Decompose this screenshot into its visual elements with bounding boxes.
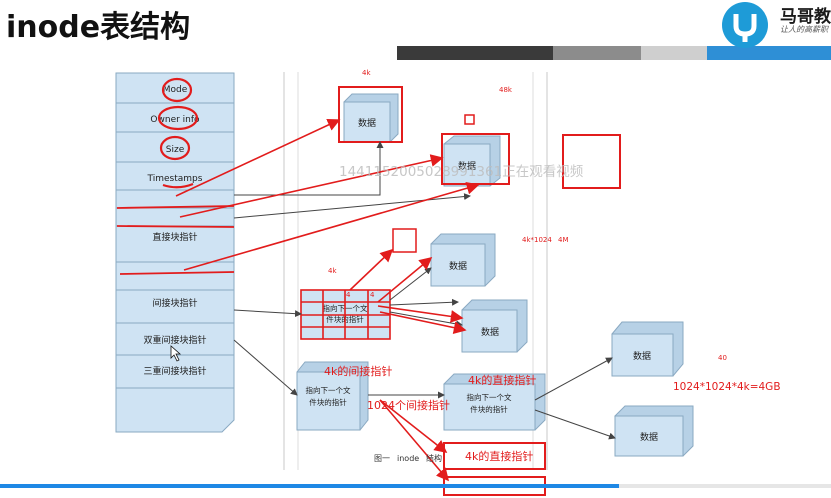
svg-text:指向下一个文: 指向下一个文 bbox=[306, 385, 351, 395]
empty-red-box bbox=[562, 134, 621, 189]
inode-field-owner: Owner info bbox=[150, 115, 200, 125]
logo-slogan: 让人的高薪职 bbox=[780, 25, 828, 34]
timestamps-underline bbox=[162, 182, 194, 189]
label-4M: 4M bbox=[558, 236, 569, 244]
svg-text:数据: 数据 bbox=[458, 160, 476, 172]
inode-table bbox=[115, 72, 235, 433]
data-block-1-highlight bbox=[338, 86, 403, 143]
data-block-3: 数据 bbox=[430, 233, 496, 287]
svg-text:件块的指针: 件块的指针 bbox=[470, 404, 508, 414]
header-stripe-dark bbox=[397, 46, 553, 60]
figure-caption-prefix: 图一 bbox=[374, 454, 390, 463]
small-red-box bbox=[392, 228, 417, 253]
figure-caption-word: inode bbox=[397, 454, 419, 463]
viewer-watermark: 1441152005028991361正在观看视频 bbox=[339, 164, 584, 180]
double-indirect-block: 指向下一个文 件块的指针 bbox=[296, 361, 369, 431]
header-stripe-light bbox=[641, 46, 707, 60]
video-progress-fill[interactable] bbox=[0, 484, 620, 488]
svg-text:数据: 数据 bbox=[640, 431, 658, 443]
mode-annotation-circle bbox=[161, 77, 193, 103]
inode-field-mode: Mode bbox=[163, 85, 188, 95]
label-direct-4k-a: 4k的直接指针 bbox=[468, 373, 536, 387]
small-red-square bbox=[464, 114, 475, 125]
svg-text:件块的指针: 件块的指针 bbox=[309, 397, 347, 407]
label-4k-top: 4k bbox=[362, 69, 371, 77]
svg-text:4: 4 bbox=[370, 291, 375, 299]
data-block-6: 数据 bbox=[614, 405, 694, 457]
label-direct-4k-b: 4k的直接指针 bbox=[465, 449, 533, 463]
label-indirect-4k: 4k的间接指针 bbox=[324, 364, 392, 378]
svg-text:数据: 数据 bbox=[633, 350, 651, 362]
svg-text:指向下一个文: 指向下一个文 bbox=[467, 392, 512, 402]
indirect-pointer-block: 指向下一个文 件块的指针 4 4 bbox=[300, 289, 391, 340]
label-4k-mid: 4k bbox=[328, 267, 337, 275]
label-48k: 48k bbox=[499, 86, 513, 94]
slide-title: inode表结构 bbox=[6, 10, 191, 45]
mouse-cursor-icon bbox=[170, 345, 182, 362]
svg-text:4: 4 bbox=[346, 291, 351, 299]
inode-field-direct: 直接块指针 bbox=[152, 231, 197, 243]
data-block-1: 数据 bbox=[343, 93, 399, 143]
data-block-4: 数据 bbox=[461, 299, 528, 353]
label-formula: 1024*1024*4k=4GB bbox=[673, 381, 781, 393]
inode-field-timestamps: Timestamps bbox=[147, 174, 203, 184]
data-block-2: 数据 bbox=[443, 135, 501, 187]
label-4k-1024: 4k*1024 bbox=[522, 236, 552, 244]
inode-field-size: Size bbox=[166, 145, 185, 155]
svg-text:数据: 数据 bbox=[358, 117, 376, 129]
label-indirect-1024: 1024个间接指针 bbox=[367, 398, 450, 412]
header-stripe-mid bbox=[553, 46, 641, 60]
inode-field-double-indirect: 双重间接块指针 bbox=[143, 334, 206, 346]
data-block-5: 数据 bbox=[611, 321, 684, 377]
inode-field-triple-indirect: 三重间接块指针 bbox=[143, 365, 206, 377]
inode-field-indirect: 间接块指针 bbox=[152, 297, 197, 309]
second-level-pointer-block: 指向下一个文 件块的指针 bbox=[443, 373, 546, 431]
logo-icon bbox=[722, 2, 768, 48]
size-annotation-circle bbox=[159, 135, 191, 161]
label-40: 40 bbox=[718, 354, 727, 362]
header-stripe-accent bbox=[707, 46, 831, 60]
svg-text:数据: 数据 bbox=[449, 260, 467, 272]
owner-annotation-circle bbox=[157, 105, 199, 131]
logo-text: 马哥教 bbox=[780, 7, 831, 27]
direct-4k-box bbox=[443, 442, 546, 470]
svg-text:数据: 数据 bbox=[481, 326, 499, 338]
figure-caption-suffix: 结构 bbox=[426, 453, 442, 463]
